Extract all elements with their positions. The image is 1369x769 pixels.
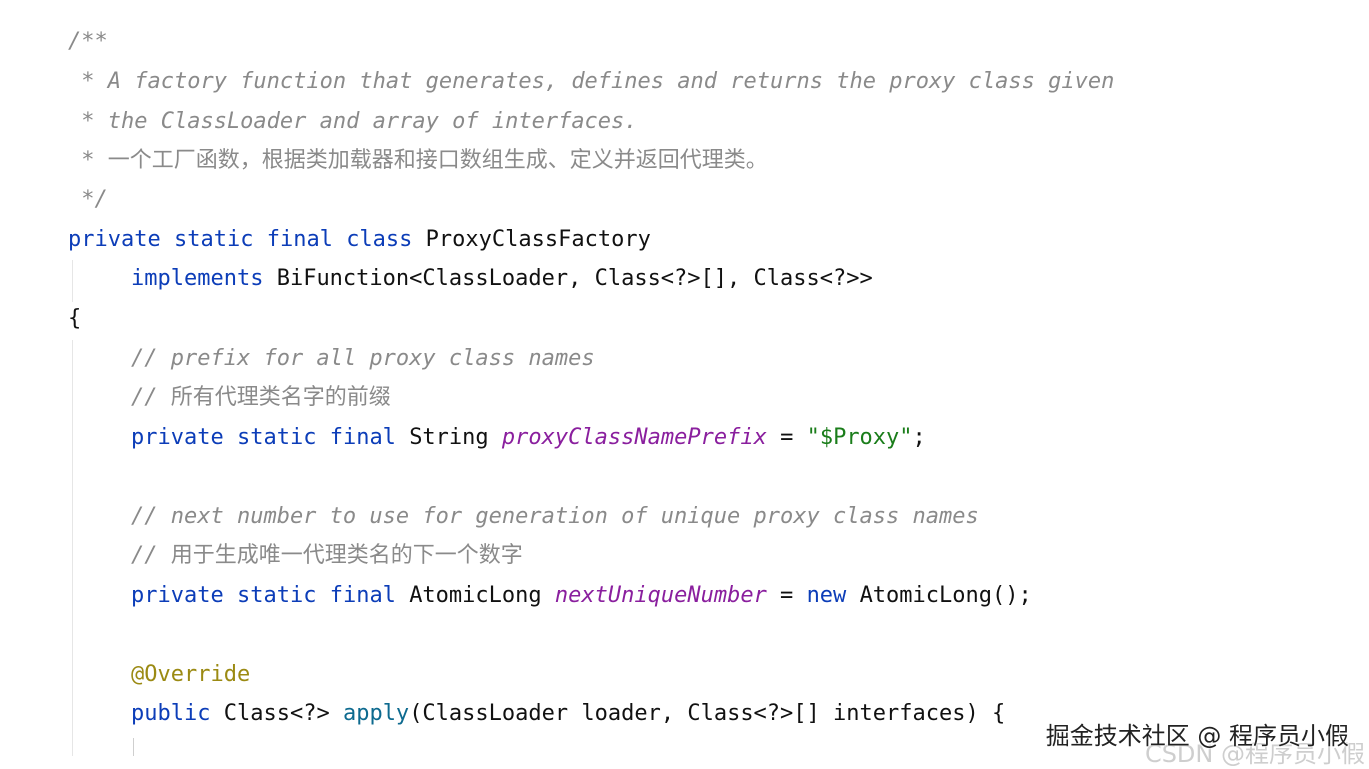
comment-number-en: // next number to use for generation of … <box>131 504 979 529</box>
csdn-watermark: CSDN @程序员小假 <box>1144 740 1365 768</box>
field-name: nextUniqueNumber <box>554 583 767 608</box>
javadoc-line-3: * 一个工厂函数，根据类加载器和接口数组生成、定义并返回代理类。 <box>68 141 768 181</box>
field-type: AtomicLong <box>409 583 542 608</box>
javadoc-line-2: * the ClassLoader and array of interface… <box>68 109 638 134</box>
method-name: apply <box>342 701 410 726</box>
comment-number-zh: // 用于生成唯一代理类名的下一个数字 <box>68 536 523 576</box>
return-type: Class<?> <box>223 701 330 726</box>
juejin-watermark: 掘金技术社区 @ 程序员小假 <box>1045 722 1349 750</box>
keyword-final: final <box>329 583 396 608</box>
indent-guide <box>72 340 73 756</box>
class-declaration: private static final class ProxyClassFac… <box>68 220 651 260</box>
javadoc-marker: * <box>68 148 108 173</box>
comment-chinese-text: 所有代理类名字的前缀 <box>170 385 391 410</box>
class-name: ProxyClassFactory <box>425 227 651 252</box>
javadoc-open: /** <box>68 29 108 54</box>
override-annotation: @Override <box>131 662 251 687</box>
string-literal: "$Proxy" <box>806 425 913 450</box>
keyword-private: private <box>131 583 224 608</box>
javadoc-close: */ <box>68 187 108 212</box>
assign-operator: = <box>766 583 807 608</box>
field-proxy-class-name-prefix: private static final String proxyClassNa… <box>68 418 926 458</box>
comment-marker: // <box>131 385 171 410</box>
comment-chinese-text: 用于生成唯一代理类名的下一个数字 <box>170 543 523 568</box>
javadoc-line-1: * A factory function that generates, def… <box>68 69 1115 94</box>
text-caret <box>133 738 134 756</box>
keyword-static: static <box>173 227 254 252</box>
keyword-class: class <box>346 227 413 252</box>
field-type: String <box>409 425 489 450</box>
field-next-unique-number: private static final AtomicLong nextUniq… <box>68 576 1032 616</box>
keyword-implements: implements <box>131 266 264 291</box>
keyword-private: private <box>131 425 224 450</box>
method-apply-declaration: public Class<?> apply(ClassLoader loader… <box>68 694 1005 734</box>
comment-prefix-zh: // 所有代理类名字的前缀 <box>68 378 391 418</box>
keyword-final: final <box>329 425 396 450</box>
implemented-type: BiFunction<ClassLoader, Class<?>[], Clas… <box>276 266 873 291</box>
assign-operator: = <box>766 425 807 450</box>
keyword-public: public <box>131 701 211 726</box>
keyword-final: final <box>266 227 333 252</box>
open-brace: { <box>68 306 82 331</box>
implements-line: implements BiFunction<ClassLoader, Class… <box>68 259 873 299</box>
constructor-call: AtomicLong(); <box>859 583 1032 608</box>
keyword-static: static <box>236 583 317 608</box>
keyword-static: static <box>236 425 317 450</box>
keyword-private: private <box>68 227 161 252</box>
comment-marker: // <box>131 543 171 568</box>
field-name: proxyClassNamePrefix <box>501 425 767 450</box>
keyword-new: new <box>806 583 847 608</box>
javadoc-chinese-text: 一个工厂函数，根据类加载器和接口数组生成、定义并返回代理类。 <box>107 148 768 173</box>
indent-guide <box>72 260 73 302</box>
statement-end: ; <box>912 425 926 450</box>
comment-prefix-en: // prefix for all proxy class names <box>131 346 595 371</box>
method-params: (ClassLoader loader, Class<?>[] interfac… <box>409 701 1006 726</box>
